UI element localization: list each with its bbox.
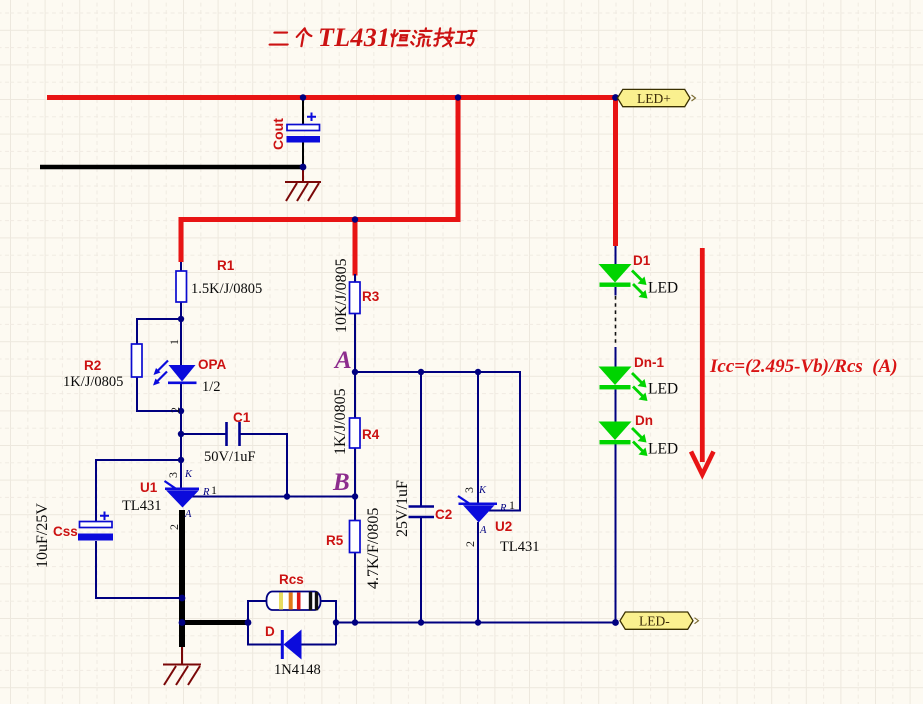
- svg-text:4.7K/F/0805: 4.7K/F/0805: [365, 508, 382, 589]
- svg-text:A: A: [184, 509, 192, 520]
- svg-text:1: 1: [509, 498, 515, 512]
- svg-text:K: K: [478, 485, 487, 496]
- svg-text:LED: LED: [648, 441, 678, 458]
- svg-text:Cout: Cout: [270, 118, 286, 150]
- svg-text:LED: LED: [648, 381, 678, 398]
- svg-text:1K/J/0805: 1K/J/0805: [332, 388, 349, 455]
- svg-text:3: 3: [462, 487, 476, 493]
- svg-text:C1: C1: [233, 410, 251, 425]
- svg-text:R5: R5: [326, 533, 344, 548]
- svg-text:10K/J/0805: 10K/J/0805: [333, 258, 350, 333]
- svg-text:LED-: LED-: [639, 614, 670, 629]
- svg-text:3: 3: [166, 472, 180, 478]
- svg-text:1: 1: [211, 483, 217, 497]
- svg-text:1K/J/0805: 1K/J/0805: [63, 374, 123, 390]
- svg-text:R1: R1: [217, 258, 235, 273]
- svg-text:R4: R4: [362, 427, 380, 442]
- svg-text:R: R: [499, 503, 507, 514]
- svg-text:25V/1uF: 25V/1uF: [394, 480, 411, 537]
- svg-text:R: R: [202, 487, 210, 498]
- svg-text:TL431: TL431: [318, 23, 390, 52]
- svg-text:1/2: 1/2: [202, 379, 221, 395]
- svg-text:D: D: [265, 624, 275, 639]
- svg-text:U2: U2: [495, 519, 512, 534]
- svg-text:B: B: [332, 469, 350, 496]
- svg-text:R3: R3: [362, 289, 380, 304]
- svg-text:U1: U1: [140, 480, 158, 495]
- svg-text:Rcs: Rcs: [279, 572, 304, 587]
- svg-text:2: 2: [168, 407, 182, 413]
- svg-text:D1: D1: [633, 253, 651, 268]
- svg-text:Css: Css: [53, 524, 78, 539]
- svg-text:1.5K/J/0805: 1.5K/J/0805: [191, 281, 262, 297]
- svg-text:TL431: TL431: [500, 539, 539, 555]
- svg-text:2: 2: [463, 541, 477, 547]
- svg-text:A: A: [333, 347, 352, 374]
- svg-text:10uF/25V: 10uF/25V: [34, 503, 51, 568]
- svg-text:A: A: [479, 525, 487, 536]
- svg-text:Icc=(2.495-Vb)/Rcs (A): Icc=(2.495-Vb)/Rcs (A): [709, 356, 898, 377]
- svg-text:Dn-1: Dn-1: [634, 355, 664, 370]
- svg-text:LED+: LED+: [637, 91, 671, 106]
- svg-text:50V/1uF: 50V/1uF: [204, 449, 256, 465]
- svg-text:1N4148: 1N4148: [274, 662, 321, 678]
- svg-text:2: 2: [167, 524, 181, 530]
- svg-text:R2: R2: [84, 358, 101, 373]
- svg-text:1: 1: [167, 339, 181, 345]
- svg-text:LED: LED: [648, 280, 678, 297]
- svg-text:C2: C2: [435, 507, 452, 522]
- svg-text:TL431: TL431: [122, 498, 161, 514]
- svg-text:K: K: [184, 469, 193, 480]
- svg-text:Dn: Dn: [635, 413, 653, 428]
- svg-text:OPA: OPA: [198, 357, 227, 372]
